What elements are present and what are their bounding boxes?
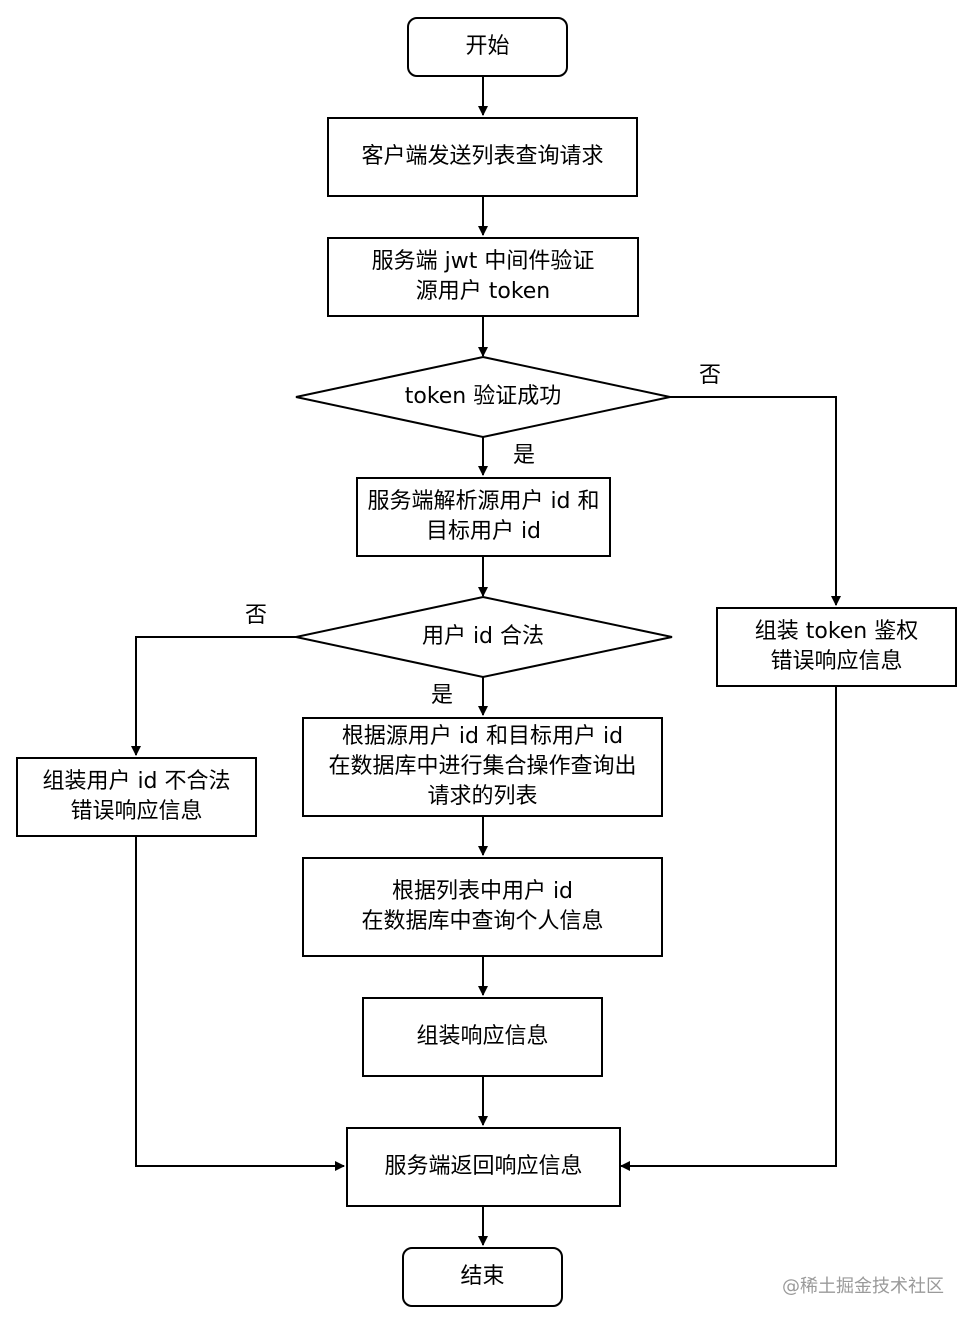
label-id-yes: 是 bbox=[431, 683, 454, 708]
node-assemble: 组装响应信息 bbox=[362, 997, 603, 1077]
decision-token: token 验证成功 bbox=[404, 384, 562, 409]
watermark: @稀土掘金技术社区 bbox=[782, 1276, 944, 1297]
decision-id: 用户 id 合法 bbox=[421, 624, 545, 649]
node-parse: 服务端解析源用户 id 和 目标用户 id bbox=[356, 477, 611, 557]
node-token-error: 组装 token 鉴权 错误响应信息 bbox=[716, 607, 957, 687]
node-verify: 服务端 jwt 中间件验证 源用户 token bbox=[327, 237, 639, 317]
node-start: 开始 bbox=[407, 17, 568, 77]
edge-id-no bbox=[131, 636, 296, 756]
edge-iderr-respond bbox=[135, 837, 345, 1171]
node-query-set: 根据源用户 id 和目标用户 id 在数据库中进行集合操作查询出 请求的列表 bbox=[302, 717, 663, 817]
node-query-info: 根据列表中用户 id 在数据库中查询个人信息 bbox=[302, 857, 663, 957]
node-respond: 服务端返回响应信息 bbox=[346, 1127, 621, 1207]
label-id-no: 否 bbox=[245, 603, 268, 628]
edge-tokenerr-respond bbox=[620, 687, 837, 1171]
edge-token-no bbox=[670, 396, 841, 606]
node-end: 结束 bbox=[402, 1247, 563, 1307]
node-request: 客户端发送列表查询请求 bbox=[327, 117, 638, 197]
node-id-error: 组装用户 id 不合法 错误响应信息 bbox=[16, 757, 257, 837]
label-token-no: 否 bbox=[699, 363, 722, 388]
label-token-yes: 是 bbox=[513, 443, 536, 468]
